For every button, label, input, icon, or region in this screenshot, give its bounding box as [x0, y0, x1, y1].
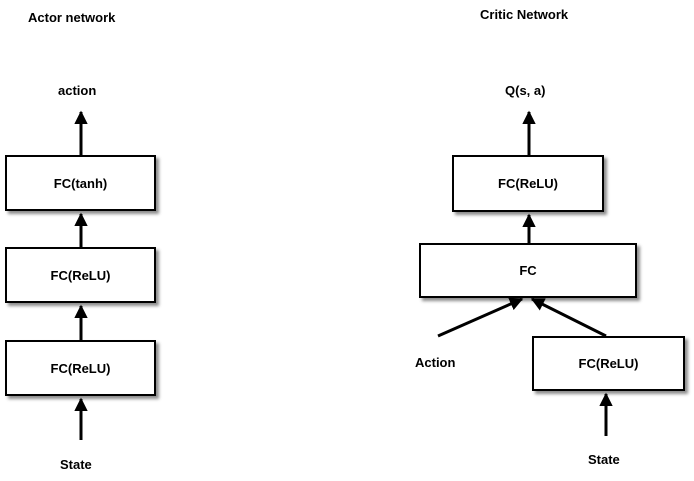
actor-output-label: action: [58, 83, 97, 98]
critic-layer-fc-merge: FC: [419, 243, 637, 298]
actor-layer-relu-2: FC(ReLU): [5, 247, 156, 303]
critic-state-label: State: [588, 452, 620, 467]
actor-layer-relu-1: FC(ReLU): [5, 340, 156, 396]
actor-input-label: State: [60, 457, 92, 472]
critic-title: Critic Network: [480, 7, 569, 22]
critic-action-label: Action: [415, 355, 456, 370]
critic-arrow-action-to-merge: [437, 297, 524, 338]
critic-output-label: Q(s, a): [505, 83, 546, 98]
critic-layer-relu-top: FC(ReLU): [452, 155, 604, 212]
actor-layer-tanh: FC(tanh): [5, 155, 156, 211]
actor-title: Actor network: [28, 10, 116, 25]
critic-arrow-fcstate-to-merge: [530, 297, 607, 338]
critic-layer-relu-state: FC(ReLU): [532, 336, 685, 391]
